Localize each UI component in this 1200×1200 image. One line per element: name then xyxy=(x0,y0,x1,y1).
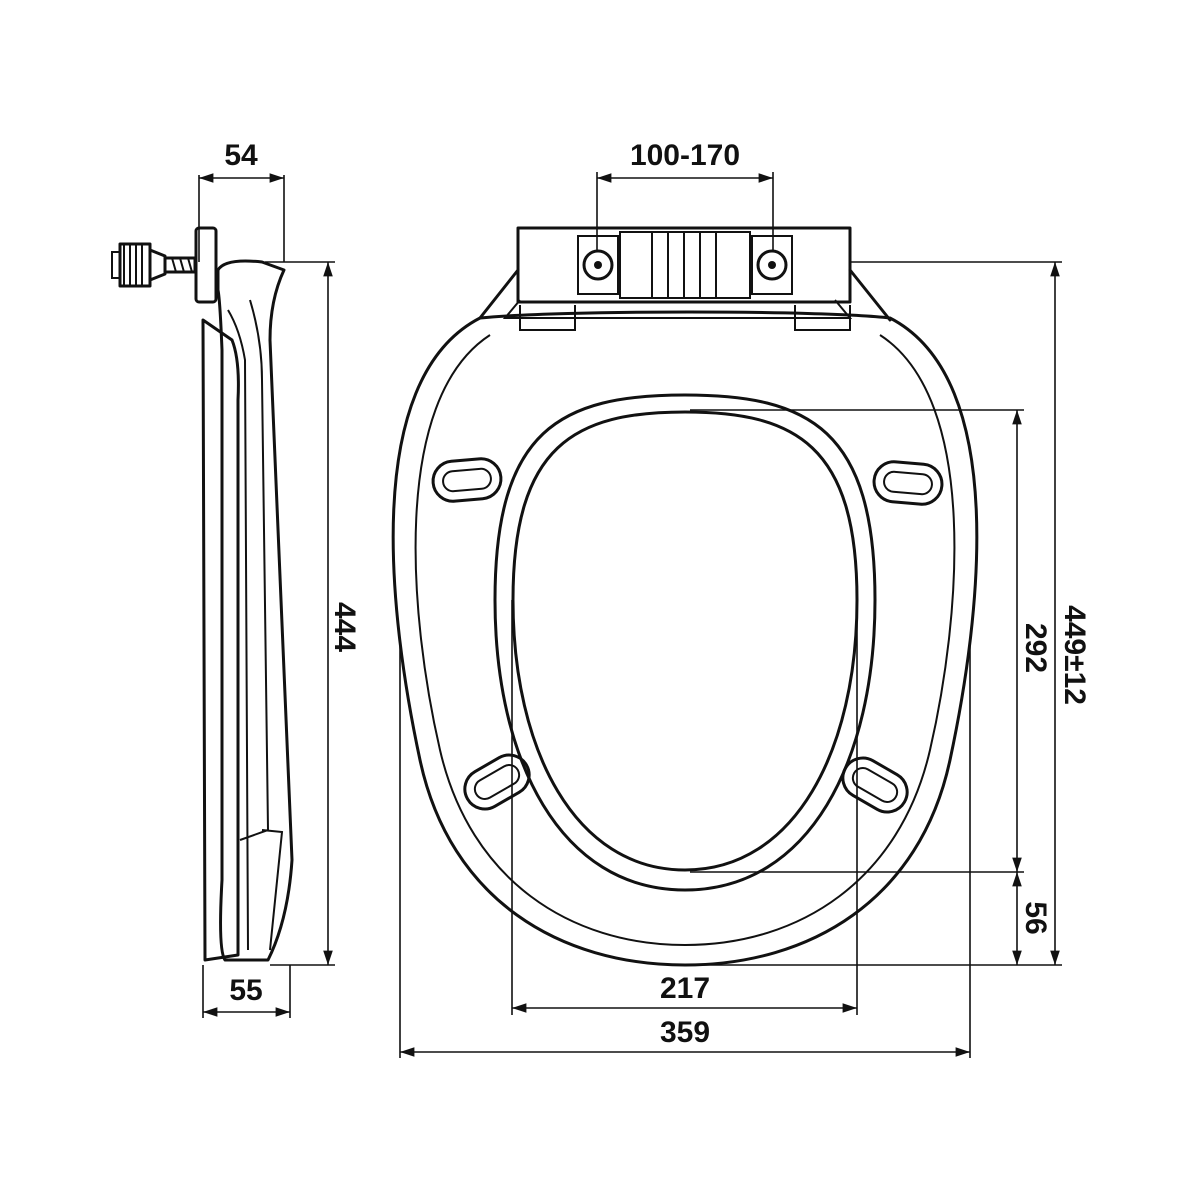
hinge-plate xyxy=(194,226,218,304)
seat-opening-inner xyxy=(511,410,859,872)
seat-profile xyxy=(201,318,240,962)
dim-hinge-spacing: 100-170 xyxy=(630,139,740,172)
side-view: 54 444 55 xyxy=(111,139,361,1018)
top-view: 100-170 449±12 292 56 217 359 xyxy=(391,139,1091,1058)
bumper-slots xyxy=(431,457,944,814)
dim-overall-width: 359 xyxy=(660,1016,710,1049)
dim-opening-width: 217 xyxy=(660,972,710,1005)
dim-opening-length: 292 xyxy=(1019,623,1052,673)
dim-overall-length: 449±12 xyxy=(1058,605,1091,705)
hinge-screw-right-icon xyxy=(756,249,788,281)
dim-front-rim: 56 xyxy=(1019,901,1052,934)
hinge-screw-left-icon xyxy=(582,249,614,281)
seat-opening-outer xyxy=(493,393,877,892)
dim-side-height: 444 xyxy=(328,602,361,652)
hinge-bolt-icon xyxy=(111,242,197,288)
seat-outer-rim xyxy=(391,310,979,967)
lid-profile xyxy=(216,259,294,962)
hinge-block xyxy=(478,226,892,331)
dim-side-bottom-width: 55 xyxy=(229,974,262,1007)
dim-side-top-width: 54 xyxy=(224,139,258,172)
